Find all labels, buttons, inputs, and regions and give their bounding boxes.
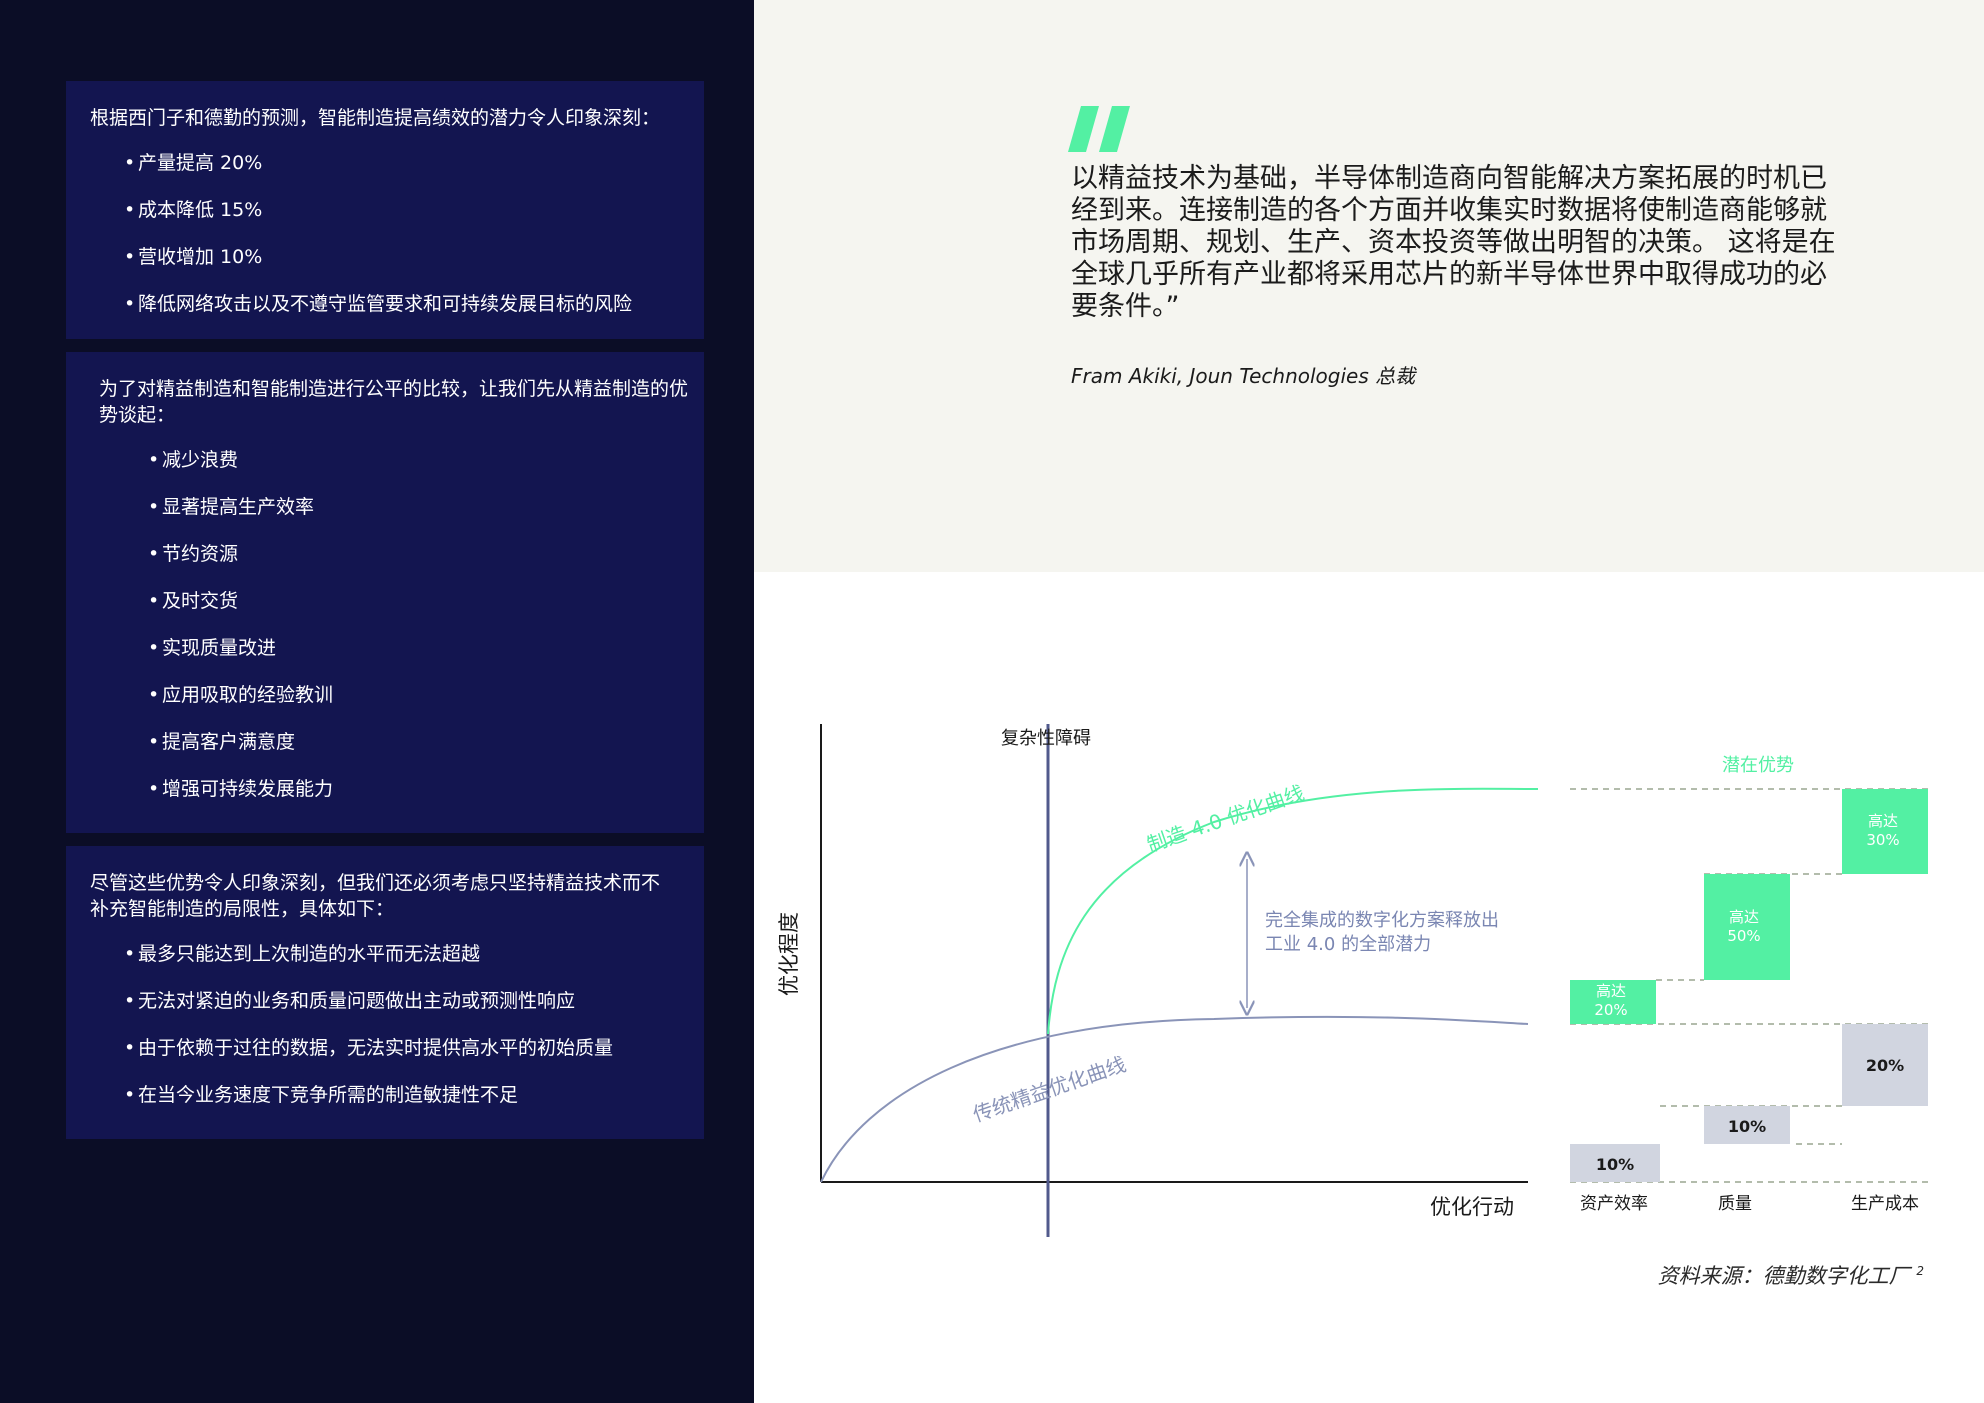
list-item: 降低网络攻击以及不遵守监管要求和可持续发展目标的风险 (124, 291, 680, 317)
prediction-intro: 根据西门子和德勤的预测，智能制造提高绩效的潜力令人印象深刻： (90, 107, 661, 129)
category-production-cost: 生产成本 (1851, 1194, 1919, 1214)
list-item: 在当今业务速度下竞争所需的制造敏捷性不足 (124, 1082, 664, 1108)
list-item: 营收增加 10% (124, 244, 680, 270)
i40-label-asset-efficiency-2: 20% (1594, 1001, 1627, 1019)
list-item: 减少浪费 (148, 447, 688, 473)
list-item: 最多只能达到上次制造的水平而无法超越 (124, 941, 664, 967)
quote-mark-icon (1068, 106, 1130, 152)
lean-benefits-intro: 为了对精益制造和智能制造进行公平的比较，让我们先从精益制造的优势谈起： (99, 378, 689, 426)
source-ref: 2 (1916, 1264, 1924, 1278)
left-panel: 根据西门子和德勤的预测，智能制造提高绩效的潜力令人印象深刻： 产量提高 20% … (0, 0, 754, 1403)
quote-section (754, 0, 1984, 572)
lean-value-production-cost: 20% (1866, 1056, 1904, 1075)
y-axis-label: 优化程度 (777, 912, 801, 996)
x-axis-label: 优化行动 (1430, 1195, 1514, 1219)
lean-bar-production-cost (1842, 1024, 1928, 1106)
list-item: 产量提高 20% (124, 150, 680, 176)
list-item: 实现质量改进 (148, 635, 688, 661)
limitations-box: 尽管这些优势令人印象深刻，但我们还必须考虑只坚持精益技术而不补充智能制造的局限性… (66, 846, 704, 1139)
lean-curve (820, 1015, 1529, 1183)
lean-bar-quality (1704, 1106, 1790, 1144)
category-quality: 质量 (1718, 1194, 1752, 1214)
list-item: 显著提高生产效率 (148, 494, 688, 520)
quote-author: Fram Akiki, Joun Technologies 总裁 (1071, 364, 1416, 388)
i40-label-production-cost-2: 30% (1866, 831, 1899, 849)
i40-label-production-cost-1: 高达 (1868, 812, 1898, 830)
list-item: 提高客户满意度 (148, 729, 688, 755)
list-item: 应用吸取的经验教训 (148, 682, 688, 708)
optimization-chart: 优化程度 优化行动 复杂性障碍 传统精益优化曲线 制造 4.0 优化曲线 完全集… (754, 572, 1984, 1403)
list-item: 节约资源 (148, 541, 688, 567)
list-item: 成本降低 15% (124, 197, 680, 223)
source-text: 资料来源：德勤数字化工厂 (1657, 1264, 1910, 1288)
limitations-list: 最多只能达到上次制造的水平而无法超越 无法对紧迫的业务和质量问题做出主动或预测性… (124, 941, 664, 1108)
i40-bar-asset-efficiency (1570, 980, 1656, 1024)
limitations-intro: 尽管这些优势令人印象深刻，但我们还必须考虑只坚持精益技术而不补充智能制造的局限性… (90, 872, 661, 920)
chart-svg: 优化程度 优化行动 复杂性障碍 传统精益优化曲线 制造 4.0 优化曲线 完全集… (777, 724, 1928, 1237)
i40-label-asset-efficiency-1: 高达 (1596, 982, 1626, 1000)
i40-label-quality-2: 50% (1727, 927, 1760, 945)
lean-value-quality: 10% (1728, 1117, 1766, 1136)
list-item: 无法对紧迫的业务和质量问题做出主动或预测性响应 (124, 988, 664, 1014)
lean-value-asset-efficiency: 10% (1596, 1155, 1634, 1174)
i40-bar-quality (1704, 874, 1790, 980)
i40-label-quality-1: 高达 (1729, 908, 1759, 926)
list-item: 增强可持续发展能力 (148, 776, 688, 802)
industry40-curve (1047, 787, 1539, 1035)
gap-annotation-line2: 工业 4.0 的全部潜力 (1265, 934, 1431, 955)
prediction-list: 产量提高 20% 成本降低 15% 营收增加 10% 降低网络攻击以及不遵守监管… (124, 150, 680, 317)
industry40-curve-label: 制造 4.0 优化曲线 (1144, 780, 1307, 856)
list-item: 及时交货 (148, 588, 688, 614)
prediction-box: 根据西门子和德勤的预测，智能制造提高绩效的潜力令人印象深刻： 产量提高 20% … (66, 81, 704, 339)
category-asset-efficiency: 资产效率 (1580, 1194, 1648, 1214)
lean-benefits-list: 减少浪费 显著提高生产效率 节约资源 及时交货 实现质量改进 应用吸取的经验教训… (148, 447, 688, 802)
lean-bar-asset-efficiency (1570, 1144, 1660, 1182)
source-note: 资料来源：德勤数字化工厂 2 (1658, 1260, 1924, 1290)
lean-benefits-box: 为了对精益制造和智能制造进行公平的比较，让我们先从精益制造的优势谈起： 减少浪费… (66, 352, 704, 833)
i40-bar-production-cost (1842, 789, 1928, 874)
potential-label: 潜在优势 (1722, 755, 1794, 776)
quote-text: 以精益技术为基础，半导体制造商向智能解决方案拓展的时机已经到来。连接制造的各个方… (1071, 163, 1836, 322)
complexity-barrier-label: 复杂性障碍 (1001, 728, 1091, 749)
list-item: 由于依赖于过往的数据，无法实时提供高水平的初始质量 (124, 1035, 664, 1061)
gap-annotation-line1: 完全集成的数字化方案释放出 (1265, 910, 1499, 931)
